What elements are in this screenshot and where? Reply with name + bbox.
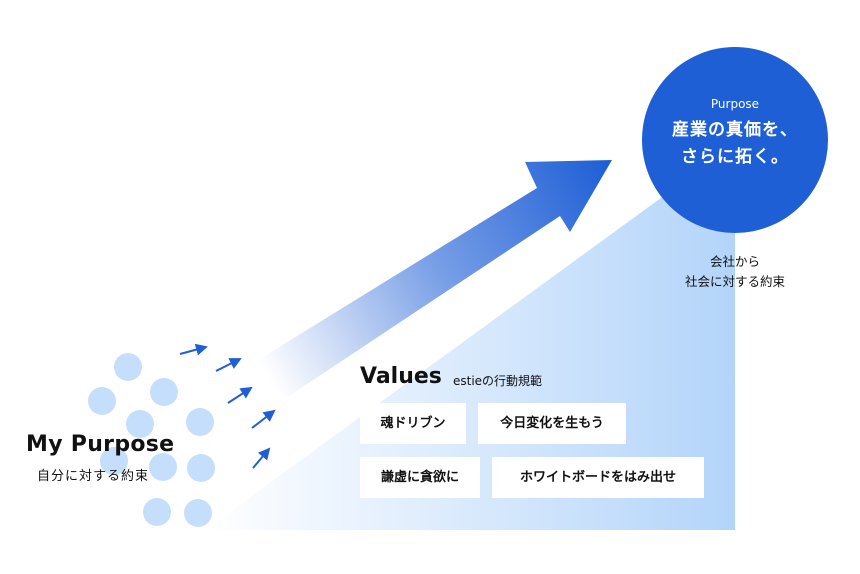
values-title: Values [360, 364, 442, 389]
dot [184, 499, 212, 527]
dot [149, 453, 177, 481]
value-chip: 謙虚に貪欲に [360, 457, 480, 498]
company-promise-line: 会社から [709, 254, 760, 269]
person-dots [88, 353, 215, 527]
value-chip: ホワイトボードをはみ出せ [492, 457, 704, 498]
company-promise-line: 社会に対する約束 [684, 274, 785, 289]
arrow-icon [215, 358, 242, 372]
values-subtitle: estieの行動規範 [453, 374, 543, 388]
big-arrow [255, 160, 612, 402]
dot [88, 387, 116, 415]
dot [143, 498, 171, 526]
dot [100, 447, 128, 475]
purpose-text: 産業の真価を、 さらに拓く。 [642, 117, 828, 171]
arrow-icon [227, 386, 253, 404]
arrow-icon [252, 447, 271, 469]
arrow-icon [179, 343, 208, 356]
my-purpose-subtitle: 自分に対する約束 [37, 469, 150, 484]
my-purpose-title: My Purpose [26, 432, 175, 457]
company-promise: 会社から 社会に対する約束 [650, 252, 820, 292]
dot [186, 408, 214, 436]
purpose-line: 産業の真価を、 [672, 120, 798, 140]
dot [126, 410, 154, 438]
dot [114, 353, 142, 381]
arrow-icon [251, 409, 276, 429]
value-chip: 魂ドリブン [360, 403, 466, 444]
dot [187, 454, 215, 482]
purpose-circle: Purpose 産業の真価を、 さらに拓く。 [642, 47, 828, 233]
dot [150, 378, 178, 406]
small-arrows [179, 343, 276, 469]
purpose-line: さらに拓く。 [681, 147, 789, 167]
purpose-label: Purpose [710, 97, 760, 111]
value-chip: 今日変化を生もう [478, 403, 626, 444]
